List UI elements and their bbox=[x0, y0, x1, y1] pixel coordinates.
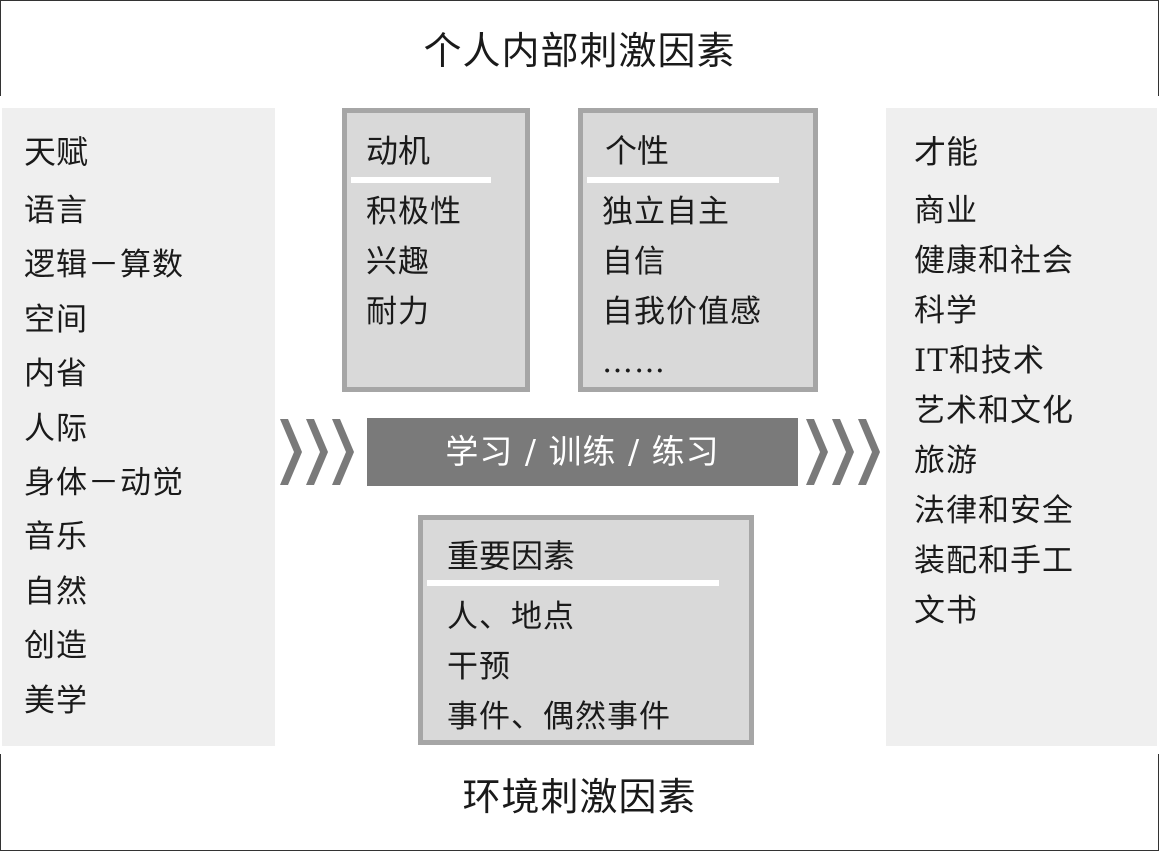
personality-item: 独立自主 bbox=[602, 194, 730, 230]
ability-item: 文书 bbox=[914, 593, 978, 629]
talent-item: 空间 bbox=[24, 301, 88, 338]
ability-item: 商业 bbox=[914, 193, 978, 229]
personality-item: …… bbox=[602, 344, 666, 380]
talent-item: 身体－动觉 bbox=[24, 464, 184, 501]
chevron-right-icon bbox=[832, 419, 854, 485]
ability-item: 健康和社会 bbox=[914, 243, 1074, 279]
ability-item: 旅游 bbox=[914, 443, 978, 479]
talent-item: 美学 bbox=[24, 682, 88, 719]
motivation-title: 动机 bbox=[366, 132, 431, 170]
talent-item: 语言 bbox=[24, 193, 88, 229]
motivation-item: 耐力 bbox=[366, 294, 430, 330]
motivation-list: 积极性 兴趣 耐力 bbox=[366, 197, 462, 347]
personality-item: 自信 bbox=[602, 244, 666, 280]
learning-banner: 学习 / 训练 / 练习 bbox=[367, 418, 798, 486]
chevron-right-icon bbox=[332, 419, 354, 485]
factors-box: 重要因素 人、地点 干预 事件、偶然事件 bbox=[418, 515, 754, 745]
right-chevrons-icon bbox=[806, 419, 880, 485]
talent-heading: 天赋 bbox=[24, 133, 89, 171]
personality-title: 个性 bbox=[605, 132, 670, 170]
chevron-right-icon bbox=[806, 419, 828, 485]
talent-list: 语言 逻辑－算数 空间 内省 人际 身体－动觉 音乐 自然 创造 美学 bbox=[24, 193, 184, 740]
personality-item: 自我价值感 bbox=[602, 294, 762, 330]
factors-item: 事件、偶然事件 bbox=[447, 699, 671, 735]
talent-item: 人际 bbox=[24, 410, 88, 447]
factors-divider bbox=[427, 580, 719, 586]
personality-box: 个性 独立自主 自信 自我价值感 …… bbox=[578, 108, 818, 392]
ability-heading: 才能 bbox=[914, 133, 979, 171]
chevron-right-icon bbox=[306, 419, 328, 485]
motivation-divider bbox=[351, 177, 491, 183]
ability-item: 科学 bbox=[914, 293, 978, 329]
talent-item: 逻辑－算数 bbox=[24, 247, 184, 284]
ability-item: 法律和安全 bbox=[914, 493, 1074, 529]
personality-list: 独立自主 自信 自我价值感 …… bbox=[602, 197, 762, 397]
ability-item: IT和技术 bbox=[914, 343, 1045, 379]
personality-divider bbox=[587, 177, 779, 183]
chevron-right-icon bbox=[280, 419, 302, 485]
ability-item: 艺术和文化 bbox=[914, 393, 1074, 429]
factors-list: 人、地点 干预 事件、偶然事件 bbox=[447, 602, 671, 752]
left-chevrons-icon bbox=[280, 419, 354, 485]
factors-item: 干预 bbox=[447, 649, 511, 685]
factors-item: 人、地点 bbox=[447, 599, 575, 635]
talent-item: 创造 bbox=[24, 628, 88, 665]
bottom-title: 环境刺激因素 bbox=[462, 775, 697, 819]
motivation-item: 积极性 bbox=[366, 194, 462, 230]
factors-title: 重要因素 bbox=[447, 537, 576, 575]
top-title: 个人内部刺激因素 bbox=[423, 29, 736, 73]
talent-item: 自然 bbox=[24, 573, 88, 610]
talent-column: 天赋 语言 逻辑－算数 空间 内省 人际 身体－动觉 音乐 自然 创造 美学 bbox=[2, 108, 275, 746]
talent-item: 音乐 bbox=[24, 519, 88, 556]
motivation-box: 动机 积极性 兴趣 耐力 bbox=[342, 108, 530, 392]
ability-column: 才能 商业 健康和社会 科学 IT和技术 艺术和文化 旅游 法律和安全 装配和手… bbox=[886, 108, 1157, 746]
talent-item: 内省 bbox=[24, 356, 88, 393]
ability-item: 装配和手工 bbox=[914, 543, 1074, 579]
ability-list: 商业 健康和社会 科学 IT和技术 艺术和文化 旅游 法律和安全 装配和手工 文… bbox=[914, 196, 1074, 646]
chevron-right-icon bbox=[858, 419, 880, 485]
motivation-item: 兴趣 bbox=[366, 244, 430, 280]
